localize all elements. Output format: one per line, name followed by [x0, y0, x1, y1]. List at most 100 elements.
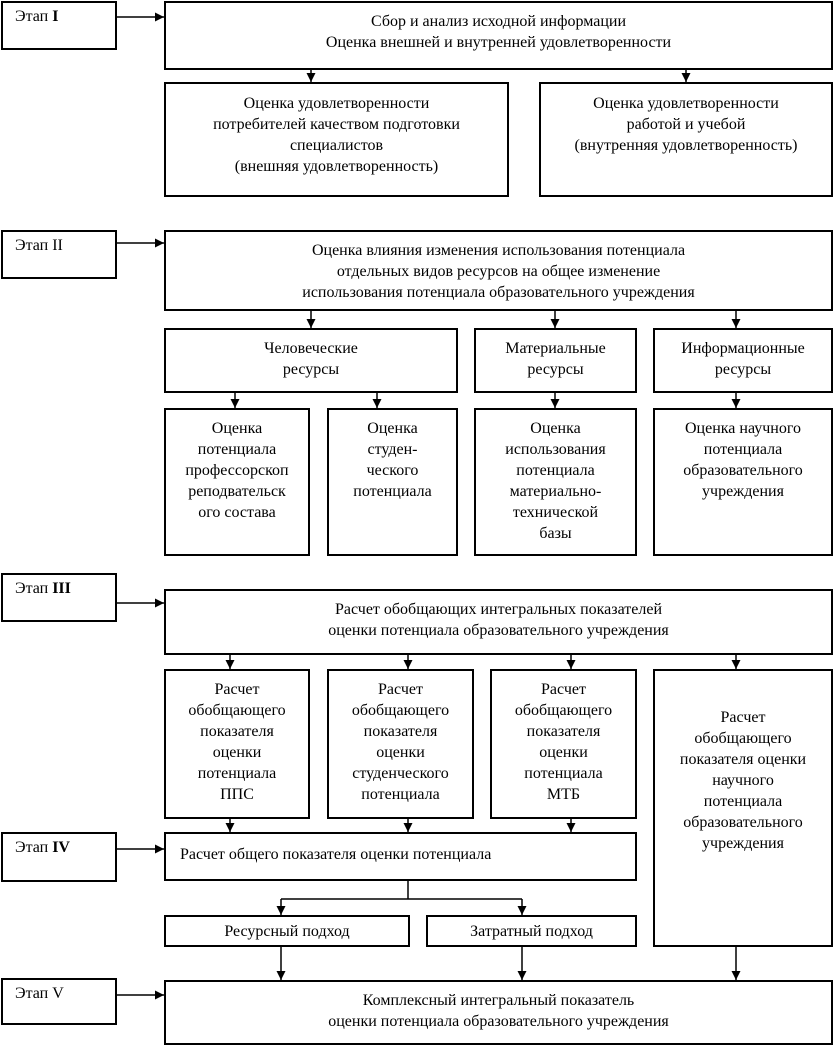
- box-line: Расчет: [214, 681, 260, 698]
- box-line: материально-: [509, 483, 602, 500]
- box-line: потенциала: [524, 765, 603, 782]
- box-line: потенциала: [197, 765, 277, 782]
- science-potential-box: Оценка научного потенциала образовательн…: [653, 408, 833, 556]
- box-line: отдельных видов ресурсов на общее измене…: [336, 263, 661, 280]
- integral-indicators-box: Расчет обобщающих интегральных показател…: [164, 589, 833, 655]
- box-line: ческого: [366, 462, 419, 479]
- box-line: Информационные: [681, 340, 805, 357]
- stage-label-2: Этап II: [1, 230, 117, 279]
- stage-prefix: Этап: [15, 985, 49, 1002]
- resource-influence-box: Оценка влияния изменения использования п…: [164, 230, 833, 311]
- box-line: обобщающего: [188, 702, 286, 719]
- stage-number: II: [52, 237, 63, 254]
- stage-prefix: Этап: [15, 839, 49, 856]
- calc-pps-box: Расчет обобщающего показателя оценки пот…: [164, 669, 310, 819]
- stage-prefix: Этап: [15, 237, 49, 254]
- stage-prefix: Этап: [15, 8, 49, 25]
- box-line: Ресурсный подход: [224, 922, 350, 940]
- box-line: ресурсы: [527, 361, 584, 378]
- box-line: Оценка удовлетворенности: [593, 95, 779, 112]
- box-line: специалистов: [289, 137, 384, 154]
- box-line: Оценка влияния изменения использования п…: [311, 242, 686, 259]
- box-line: оценки: [212, 744, 262, 761]
- box-line: Оценка научного: [684, 420, 802, 437]
- material-resources-box: Материальные ресурсы: [474, 328, 637, 393]
- box-line: показателя оценки: [679, 751, 807, 768]
- box-line: потенциала: [703, 441, 783, 458]
- box-line: потенциала: [353, 483, 432, 500]
- box-line: образовательного: [683, 814, 803, 831]
- mtb-potential-box: Оценка использования потенциала материал…: [474, 408, 637, 556]
- box-line: Расчет: [720, 709, 766, 726]
- box-line: использования: [505, 441, 606, 458]
- box-line: Оценка: [367, 420, 418, 437]
- box-line: обобщающего: [694, 730, 792, 747]
- box-line: студенческого: [352, 765, 449, 782]
- box-line: студен-: [367, 441, 418, 458]
- box-line: использования потенциала образовательног…: [302, 284, 695, 301]
- box-line: Расчет: [541, 681, 586, 698]
- box-line: потенциала: [361, 786, 440, 803]
- resource-approach-box: Ресурсный подход: [164, 915, 410, 947]
- box-line: базы: [539, 525, 572, 542]
- box-line: Затратный подход: [470, 922, 593, 940]
- box-line: Комплексный интегральный показатель: [362, 992, 635, 1009]
- box-line: Оценка удовлетворенности: [243, 95, 430, 112]
- box-line: показателя: [200, 723, 274, 740]
- stage-number: I: [52, 8, 59, 25]
- box-line: Оценка: [211, 420, 263, 437]
- stage-number: III: [52, 580, 71, 597]
- cost-approach-box: Затратный подход: [426, 915, 637, 947]
- box-line: оценки потенциала образовательного учреж…: [328, 1013, 669, 1030]
- box-line: Человеческие: [264, 340, 358, 357]
- box-line: научного: [712, 772, 774, 789]
- box-line: МТБ: [546, 786, 581, 803]
- stage-label-1: Этап I: [1, 1, 117, 50]
- box-line: показателя: [363, 723, 438, 740]
- stage-prefix: Этап: [15, 580, 49, 597]
- general-indicator-box: Расчет общего показателя оценки потенциа…: [164, 832, 637, 881]
- student-potential-box: Оценка студен- ческого потенциала: [327, 408, 458, 556]
- calc-science-box: Расчет обобщающего показателя оценки нау…: [653, 669, 833, 947]
- box-line: реподвательск: [188, 483, 286, 500]
- box-line: (внутренняя удовлетворенность): [574, 137, 798, 154]
- stage-number: IV: [52, 839, 70, 856]
- box-line: обобщающего: [351, 702, 450, 719]
- collect-analysis-box: Сбор и анализ исходной информации Оценка…: [164, 1, 833, 70]
- stage-label-4: Этап IV: [1, 832, 117, 882]
- stage-number: V: [52, 985, 64, 1002]
- box-line: ресурсы: [282, 361, 340, 378]
- box-line: оценки: [376, 744, 425, 761]
- information-resources-box: Информационные ресурсы: [653, 328, 833, 393]
- pps-potential-box: Оценка потенциала профессорскоп реподват…: [164, 408, 310, 556]
- box-line: профессорскоп: [185, 462, 289, 479]
- box-line: технической: [512, 504, 599, 521]
- box-line: учреждения: [702, 483, 784, 500]
- internal-satisfaction-box: Оценка удовлетворенности работой и учебо…: [539, 82, 833, 197]
- box-line: ресурсы: [714, 361, 772, 378]
- box-line: Расчет обобщающих интегральных показател…: [334, 601, 663, 618]
- external-satisfaction-box: Оценка удовлетворенности потребителей ка…: [164, 82, 509, 197]
- box-line: Расчет общего показателя оценки потенциа…: [180, 846, 492, 863]
- box-line: потенциала: [516, 462, 595, 479]
- box-line: Расчет: [378, 681, 423, 698]
- box-line: Сбор и анализ исходной информации: [370, 13, 627, 30]
- box-line: Оценка: [530, 420, 581, 437]
- box-line: Оценка внешней и внутренней удовлетворен…: [325, 34, 672, 51]
- box-line: учреждения: [702, 835, 784, 852]
- stage-label-5: Этап V: [1, 978, 117, 1025]
- box-line: показателя: [526, 723, 601, 740]
- stage-label-3: Этап III: [1, 573, 117, 622]
- box-line: Материальные: [505, 340, 606, 357]
- box-line: ППС: [220, 786, 254, 803]
- box-line: ого состава: [198, 504, 276, 521]
- box-line: (внешняя удовлетворенность): [234, 158, 439, 175]
- box-line: оценки: [539, 744, 588, 761]
- calc-students-box: Расчет обобщающего показателя оценки сту…: [327, 669, 474, 819]
- box-line: потенциала: [703, 793, 783, 810]
- box-line: оценки потенциала образовательного учреж…: [328, 622, 669, 639]
- box-line: работой и учебой: [626, 116, 746, 133]
- box-line: образовательного: [683, 462, 803, 479]
- box-line: потребителей качеством подготовки: [213, 116, 460, 133]
